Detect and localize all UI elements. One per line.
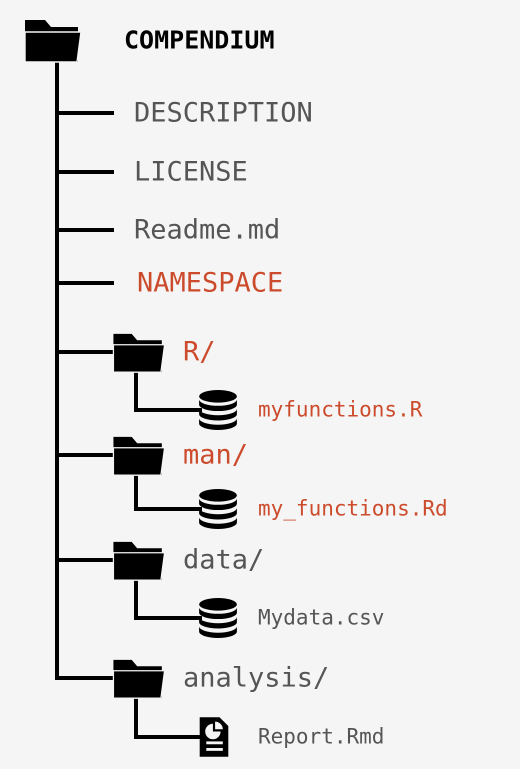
root-folder-icon — [23, 18, 83, 64]
database-icon-mydata-csv — [199, 598, 237, 638]
file-label-description: DESCRIPTION — [134, 97, 313, 129]
file-label-myfunctions-r: myfunctions.R — [258, 397, 423, 422]
root-label: COMPENDIUM — [124, 25, 275, 55]
file-label-license: LICENSE — [134, 156, 248, 188]
file-label-mydata-csv: Mydata.csv — [258, 605, 385, 630]
folder-icon-r — [112, 333, 166, 373]
database-icon-my-functions-rd — [199, 489, 237, 529]
file-label-namespace: NAMESPACE — [137, 267, 284, 299]
report-document-icon — [199, 717, 229, 757]
folder-label-r: R/ — [183, 336, 216, 368]
file-label-report-rmd: Report.Rmd — [258, 724, 385, 749]
folder-label-data: data/ — [183, 544, 265, 576]
folder-icon-man — [112, 436, 166, 476]
database-icon-myfunctions-r — [199, 390, 237, 430]
folder-label-man: man/ — [183, 439, 249, 471]
folder-label-analysis: analysis/ — [183, 662, 330, 694]
file-label-my-functions-rd: my_functions.Rd — [258, 496, 448, 521]
folder-icon-analysis — [112, 659, 166, 699]
file-label-readme-md: Readme.md — [134, 214, 281, 246]
folder-icon-data — [112, 541, 166, 581]
